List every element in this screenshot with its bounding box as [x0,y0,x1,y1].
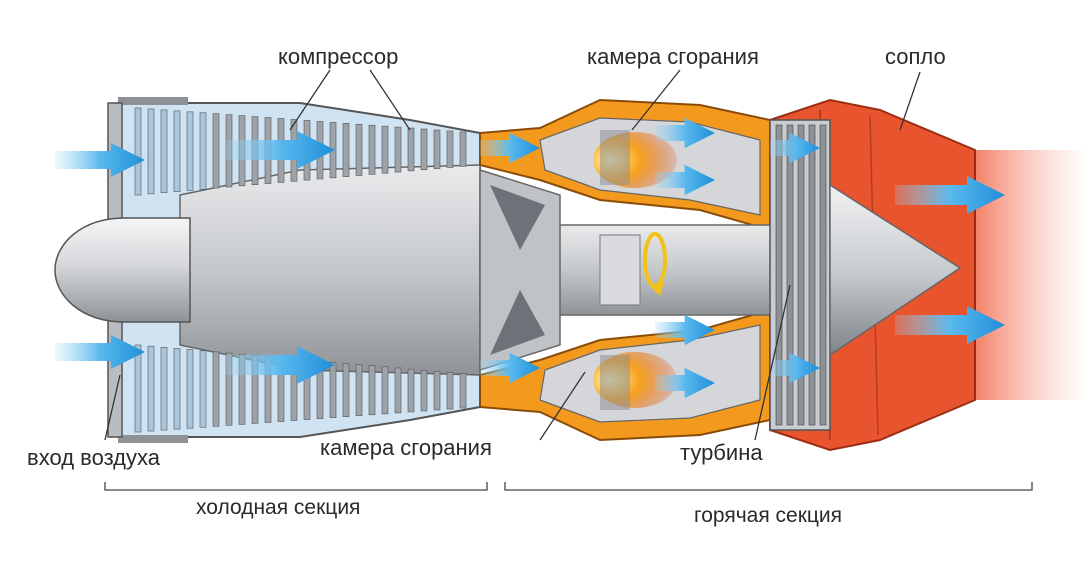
compressor-blade-lower [420,369,428,412]
compressor-blade-upper [394,126,402,173]
compressor-blade-upper [381,125,389,174]
leader-combustion-top [631,69,681,131]
cold-section-label: холодная секция [196,496,361,519]
leader-combustion-bottom [539,371,586,441]
exhaust-cone [829,183,962,357]
cold-section-bracket [104,482,488,491]
combustion-chamber-top-label: камера сгорания [587,44,759,69]
compressor-blade-upper [212,113,220,189]
turbine-blade [797,124,805,426]
leader-turbine [754,284,791,441]
compressor-blade-upper [433,129,441,169]
compressor-blade-upper [342,122,350,177]
airflow-arrow-icon [480,352,540,384]
compressor-blade-lower [368,365,376,416]
section-brackets [104,482,1033,491]
exhaust-plume [975,150,1089,400]
airflow-arrow-icon [770,132,820,164]
compressor-blade-lower [433,371,441,411]
compressor-blade-lower [342,363,350,418]
compressor-blade-lower [394,367,402,414]
compressor-blade-lower [381,366,389,415]
leader-nozzle [899,71,921,131]
compressor-blade-lower [355,364,363,417]
compressor-blade-lower [173,348,181,430]
turbine-label: турбина [680,440,763,465]
compressor-blade-lower [407,368,415,413]
compressor-blade-lower [225,352,233,426]
rotation-arrow-icon [643,232,667,296]
airflow-arrows [55,117,1005,399]
airflow-arrow-icon [770,352,820,384]
hot-section-label: горячая секция [694,504,843,527]
airflow-arrow-icon [895,306,1005,344]
airflow-arrow-icon [655,164,715,196]
airflow-arrow-icon [55,142,145,178]
compressor-blade-upper [355,123,363,176]
compressor-blade-upper [147,108,155,195]
spinner [54,217,191,323]
air-inlet-label: вход воздуха [27,445,160,470]
compressor-blade-upper [199,112,207,190]
compressor-drum [179,164,481,376]
compressor-blade-upper [446,130,454,168]
turbine-blade [786,124,794,426]
leader-lines [104,69,921,441]
airflow-arrow-icon [655,117,715,149]
compressor-blade-lower [446,372,454,410]
compressor-blade-upper [173,110,181,192]
combustion-chamber-bottom-label: камера сгорания [320,435,492,460]
compressor-blade-lower [212,351,220,427]
airflow-arrow-icon [55,334,145,370]
compressor-blade-upper [134,107,142,196]
compressor-blade-lower [329,361,337,418]
leader-air-inlet [104,374,121,441]
compressor-blade-lower [186,349,194,429]
compressor-blade-upper [420,128,428,171]
airflow-arrow-icon [225,131,335,169]
turbine-blade [775,124,783,426]
leader-compressor-1 [289,69,331,131]
compressor-blade-upper [368,124,376,175]
hot-section-bracket [504,482,1033,491]
airflow-arrow-icon [655,367,715,399]
compressor-blade-upper [160,109,168,194]
compressor-blade-lower [238,353,246,425]
main-shaft [479,168,781,372]
airflow-arrow-icon [895,176,1005,214]
compressor-label: компрессор [278,44,399,69]
compressor-blade-upper [186,111,194,191]
airflow-arrow-icon [225,346,335,384]
nozzle-label: сопло [885,44,946,69]
leader-compressor-2 [369,69,411,131]
compressor-blade-upper [459,131,467,167]
turbine-blade [819,124,827,426]
turbine-stage [769,119,831,431]
compressor-blade-lower [160,346,168,431]
compressor-blade-lower [134,344,142,433]
compressor-blade-lower [199,350,207,428]
combustion-chamber-bottom [479,308,771,442]
turbine-blade [808,124,816,426]
compressor-blade-lower [459,373,467,409]
airflow-arrow-icon [480,132,540,164]
compressor-blade-lower [147,345,155,432]
compressor-blade-upper [407,127,415,172]
airflow-arrow-icon [655,314,715,346]
